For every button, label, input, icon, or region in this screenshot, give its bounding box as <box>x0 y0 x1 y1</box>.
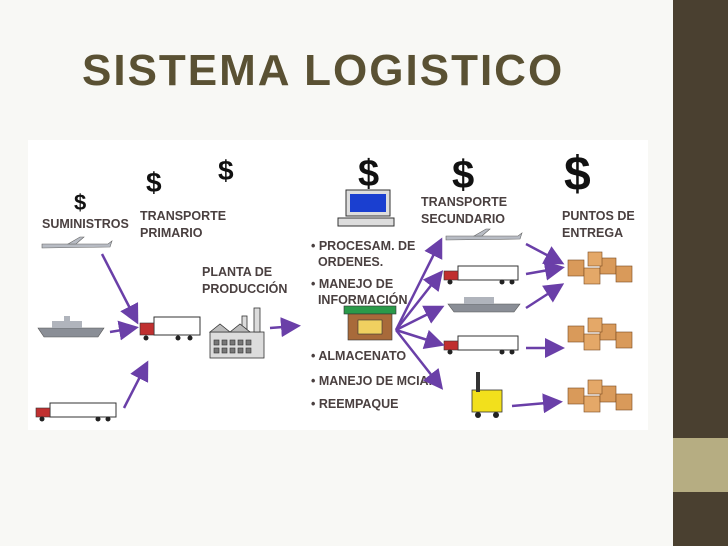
truck-icon <box>139 316 201 341</box>
airplane-icon <box>41 236 113 249</box>
label-transporte-secundario-2: SECUNDARIO <box>421 212 505 226</box>
side-bar-dark <box>673 0 728 438</box>
computer-icon <box>337 189 395 227</box>
ship-icon <box>37 316 105 338</box>
dollar-icon: $ <box>146 167 162 198</box>
boxes-icon <box>567 379 633 413</box>
list-item: • MANEJO DE MCIA. <box>311 374 432 388</box>
label-puntos-entrega-2: ENTREGA <box>562 226 623 240</box>
factory-icon <box>208 307 265 359</box>
dollar-icon: $ <box>74 190 86 215</box>
boxes-icon <box>567 317 633 351</box>
truck-icon <box>443 265 519 285</box>
list-item: • ALMACENATO <box>311 349 406 363</box>
truck-icon <box>443 335 519 355</box>
label-puntos-entrega: PUNTOS DE <box>562 209 635 223</box>
ship-icon <box>447 297 521 313</box>
label-transporte-primario-2: PRIMARIO <box>140 226 203 240</box>
label-planta: PLANTA DE <box>202 265 272 279</box>
list-item: • MANEJO DE <box>311 277 393 291</box>
list-item: • PROCESAM. DE <box>311 239 415 253</box>
diagram-canvas: $ $ $ $ $ $ SUMINISTROS TRANSPORTE PRIMA… <box>35 148 635 422</box>
label-transporte-primario: TRANSPORTE <box>140 209 226 223</box>
airplane-icon <box>445 228 523 241</box>
label-transporte-secundario: TRANSPORTE <box>421 195 507 209</box>
dollar-icon: $ <box>452 153 474 197</box>
forklift-icon <box>471 372 503 418</box>
dollar-icon: $ <box>218 155 234 186</box>
list-item: • REEMPAQUE <box>311 397 399 411</box>
list-item: ORDENES. <box>311 255 383 269</box>
warehouse-icon <box>343 305 397 341</box>
dollar-icon: $ <box>358 153 379 195</box>
side-bar-accent <box>673 438 728 492</box>
dollar-icon: $ <box>564 148 591 201</box>
side-bar-bottom <box>673 492 728 546</box>
page-title: SISTEMA LOGISTICO <box>82 46 565 95</box>
flow-arrows <box>100 237 565 414</box>
truck-icon <box>35 402 117 422</box>
list-item: INFORMACIÓN <box>311 292 408 307</box>
logistics-diagram: $ $ $ $ $ $ SUMINISTROS TRANSPORTE PRIMA… <box>28 140 648 430</box>
boxes-icon <box>567 251 633 285</box>
label-suministros: SUMINISTROS <box>42 217 129 231</box>
label-planta-2: PRODUCCIÓN <box>202 281 287 296</box>
